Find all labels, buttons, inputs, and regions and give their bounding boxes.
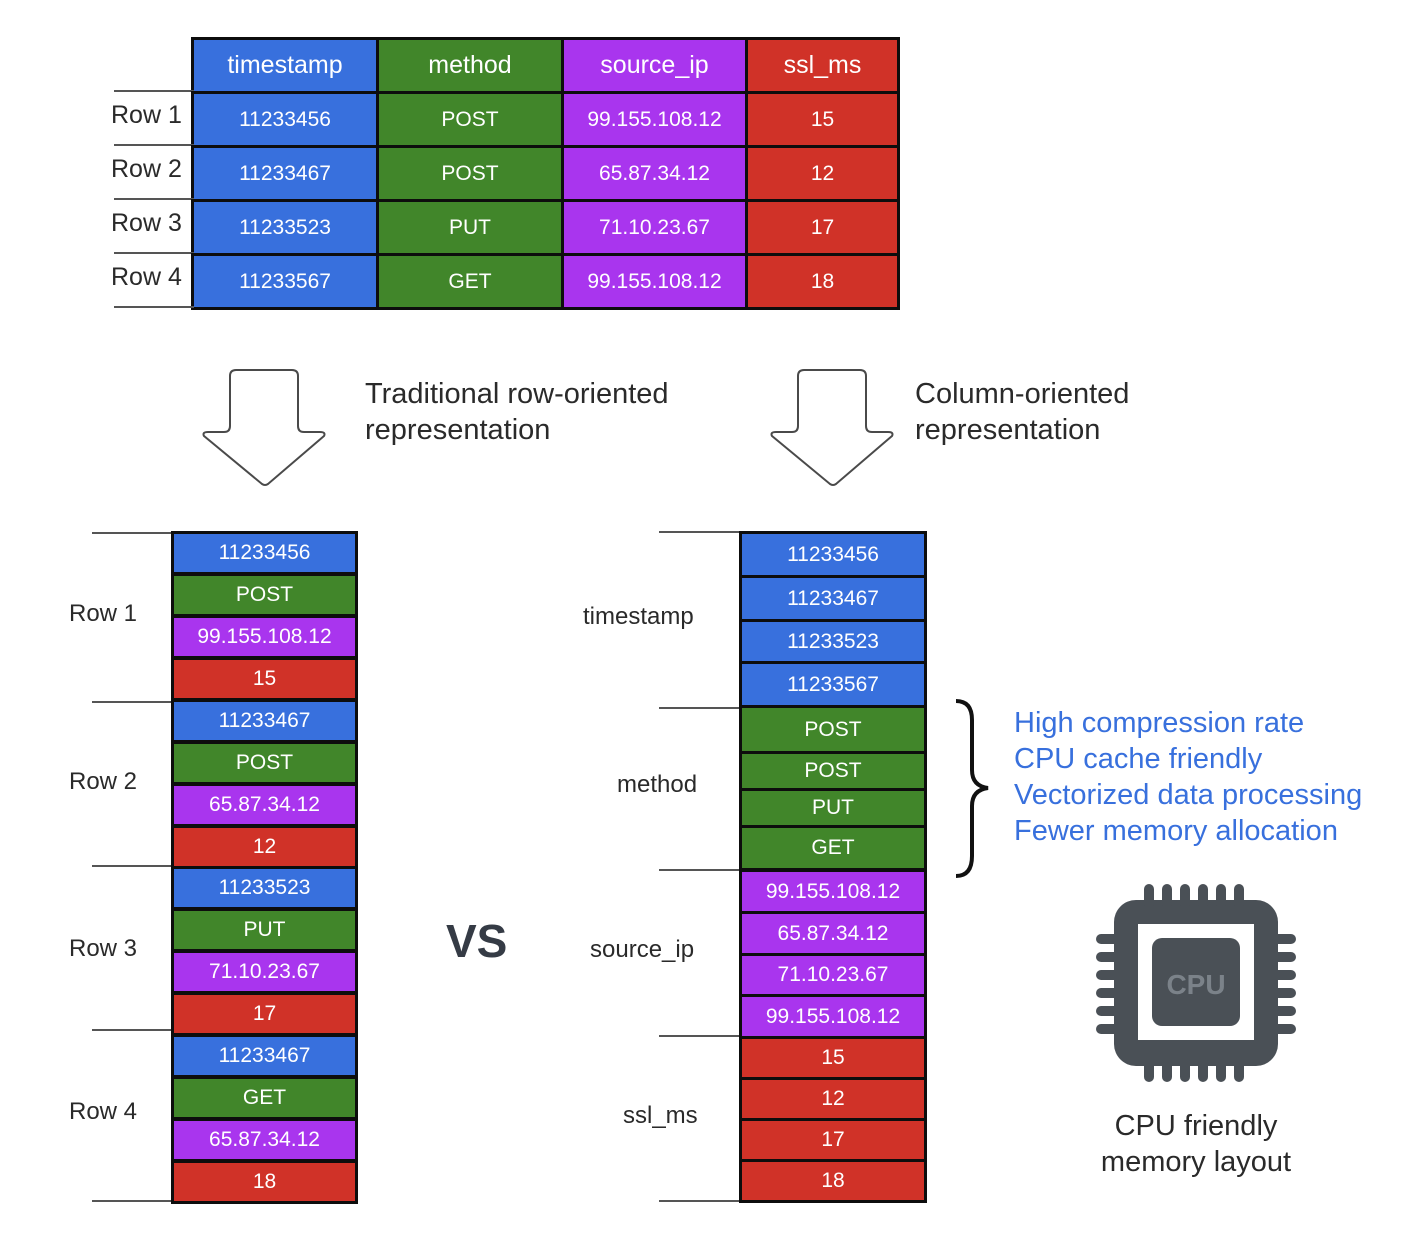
- table-cell: 11233467: [191, 145, 379, 202]
- table-cell: 99.155.108.12: [561, 91, 748, 148]
- benefit-item: Fewer memory allocation: [1014, 815, 1338, 847]
- column-header-source_ip: source_ip: [561, 37, 748, 94]
- column-header-timestamp: timestamp: [191, 37, 379, 94]
- column-layout-cell-method: PUT: [739, 788, 927, 828]
- row-caption-line-1: Traditional row-oriented: [365, 378, 669, 410]
- row-label: Row 1: [111, 101, 182, 129]
- table-cell: 11233456: [191, 91, 379, 148]
- table-cell: 99.155.108.12: [561, 253, 748, 310]
- curly-brace-icon: [955, 699, 989, 878]
- column-layout-cell-ssl_ms: 12: [739, 1077, 927, 1121]
- cpu-caption-line-2: memory layout: [1100, 1146, 1292, 1178]
- column-group-label: timestamp: [583, 603, 694, 630]
- row-label: Row 4: [111, 263, 182, 291]
- column-layout-cell-source_ip: 71.10.23.67: [739, 953, 927, 997]
- table-cell: 11233567: [191, 253, 379, 310]
- cpu-chip-label: CPU: [1166, 969, 1225, 1000]
- row-layout-cell-timestamp: 11233523: [171, 866, 358, 910]
- table-cell: POST: [376, 91, 564, 148]
- column-layout-cell-timestamp: 11233567: [739, 661, 927, 708]
- row-caption-line-2: representation: [365, 414, 551, 446]
- row-group-label: Row 4: [69, 1098, 138, 1125]
- row-layout-cell-timestamp: 11233467: [171, 699, 358, 743]
- column-layout-cell-method: POST: [739, 705, 927, 754]
- group-divider: [659, 869, 741, 871]
- column-caption-line-2: representation: [915, 414, 1101, 446]
- column-layout-cell-source_ip: 99.155.108.12: [739, 994, 927, 1039]
- column-layout-cell-source_ip: 99.155.108.12: [739, 869, 927, 914]
- down-arrow-icon: [770, 369, 894, 486]
- group-divider: [92, 701, 174, 703]
- row-layout-cell-method: PUT: [171, 908, 358, 952]
- row-oriented-caption: Traditional row-oriented representation: [365, 376, 669, 448]
- column-group-label: ssl_ms: [623, 1102, 698, 1129]
- group-divider: [659, 707, 741, 709]
- vs-label: VS: [446, 915, 508, 967]
- row-layout-cell-ssl_ms: 15: [171, 657, 358, 701]
- row-layout-cell-timestamp: 11233467: [171, 1034, 358, 1078]
- benefits-list: High compression rate CPU cache friendly…: [1014, 705, 1362, 849]
- column-group-label: source_ip: [590, 936, 695, 963]
- group-divider: [659, 531, 741, 533]
- down-arrow-icon: [202, 369, 326, 486]
- row-divider: [114, 144, 194, 146]
- table-cell: 15: [745, 91, 900, 148]
- table-cell: 11233523: [191, 199, 379, 256]
- row-layout-cell-ssl_ms: 17: [171, 992, 358, 1036]
- column-layout-cell-timestamp: 11233467: [739, 575, 927, 622]
- row-layout-cell-method: GET: [171, 1076, 358, 1120]
- table-cell: 12: [745, 145, 900, 202]
- column-layout-cell-timestamp: 11233456: [739, 531, 927, 578]
- table-cell: 71.10.23.67: [561, 199, 748, 256]
- cpu-caption: CPU friendly memory layout: [1066, 1108, 1326, 1180]
- column-header-ssl_ms: ssl_ms: [745, 37, 900, 94]
- row-group-label: Row 2: [69, 768, 138, 795]
- benefit-item: CPU cache friendly: [1014, 743, 1263, 775]
- row-label: Row 3: [111, 209, 182, 237]
- column-layout-cell-timestamp: 11233523: [739, 619, 927, 664]
- row-layout-cell-ssl_ms: 12: [171, 825, 358, 869]
- group-divider: [92, 1200, 174, 1202]
- row-divider: [114, 90, 194, 92]
- column-header-method: method: [376, 37, 564, 94]
- row-layout-cell-source_ip: 65.87.34.12: [171, 1118, 358, 1162]
- table-cell: 17: [745, 199, 900, 256]
- group-divider: [92, 1029, 174, 1031]
- row-layout-cell-method: POST: [171, 741, 358, 785]
- row-layout-cell-source_ip: 65.87.34.12: [171, 783, 358, 827]
- column-caption-line-1: Column-oriented: [915, 378, 1130, 410]
- column-layout-cell-method: GET: [739, 825, 927, 871]
- row-group-label: Row 3: [69, 935, 138, 962]
- benefit-item: Vectorized data processing: [1014, 779, 1363, 811]
- row-group-label: Row 1: [69, 600, 138, 627]
- table-cell: 18: [745, 253, 900, 310]
- table-cell: GET: [376, 253, 564, 310]
- column-layout-cell-method: POST: [739, 751, 927, 791]
- row-divider: [114, 252, 194, 254]
- table-cell: 65.87.34.12: [561, 145, 748, 202]
- column-layout-cell-ssl_ms: 15: [739, 1036, 927, 1080]
- row-layout-cell-source_ip: 71.10.23.67: [171, 950, 358, 994]
- row-layout-cell-source_ip: 99.155.108.12: [171, 615, 358, 659]
- table-cell: POST: [376, 145, 564, 202]
- row-layout-cell-ssl_ms: 18: [171, 1160, 358, 1204]
- column-layout-cell-ssl_ms: 18: [739, 1159, 927, 1203]
- column-oriented-caption: Column-oriented representation: [915, 376, 1129, 448]
- cpu-chip-icon: CPU: [1096, 884, 1296, 1082]
- row-layout-cell-timestamp: 11233456: [171, 531, 358, 575]
- group-divider: [92, 865, 174, 867]
- group-divider: [92, 532, 174, 534]
- column-layout-cell-source_ip: 65.87.34.12: [739, 911, 927, 956]
- row-divider: [114, 198, 194, 200]
- row-layout-cell-method: POST: [171, 573, 358, 617]
- column-layout-cell-ssl_ms: 17: [739, 1118, 927, 1162]
- row-divider: [114, 306, 194, 308]
- group-divider: [659, 1035, 741, 1037]
- benefit-item: High compression rate: [1014, 707, 1305, 739]
- column-group-label: method: [617, 771, 698, 798]
- row-label: Row 2: [111, 155, 182, 183]
- group-divider: [659, 1200, 741, 1202]
- cpu-caption-line-1: CPU friendly: [1114, 1110, 1278, 1142]
- table-cell: PUT: [376, 199, 564, 256]
